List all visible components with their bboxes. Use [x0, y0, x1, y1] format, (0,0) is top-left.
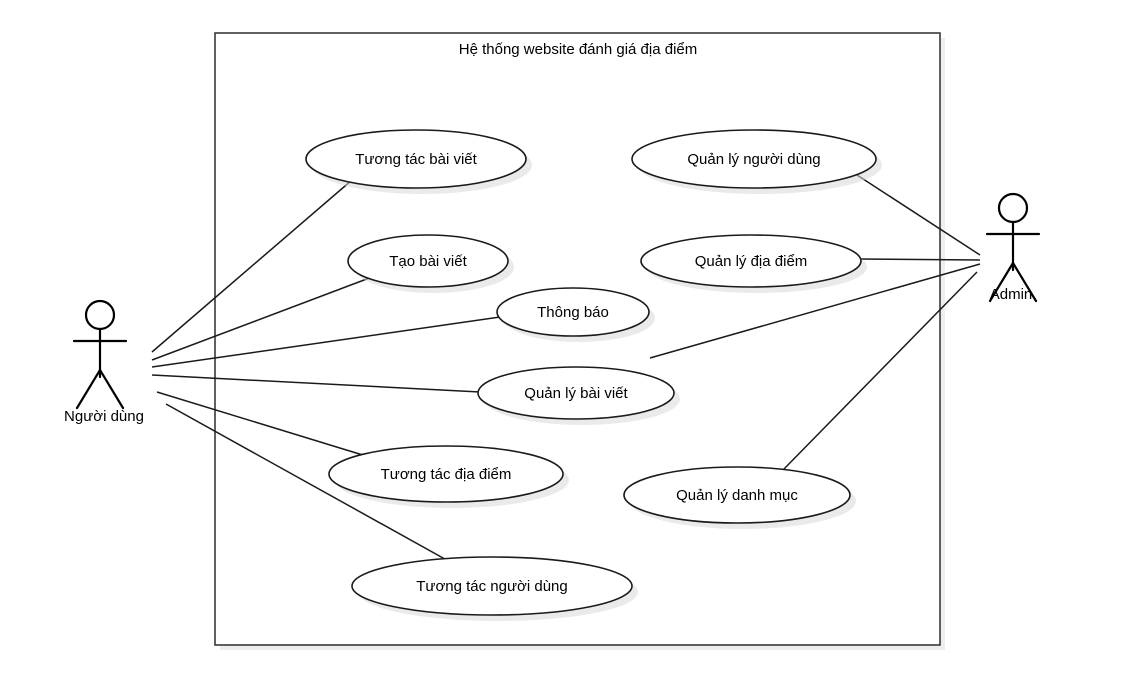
use-case-tao-bai-viet[interactable]: Tạo bài viết — [347, 234, 514, 293]
use-case-quan-ly-dia-diem[interactable]: Quản lý địa điểm — [640, 234, 867, 293]
use-case-quan-ly-bai-viet[interactable]: Quản lý bài viết — [477, 366, 680, 425]
actor-leg-left — [75, 368, 102, 410]
use-case-label: Quản lý danh mục — [676, 487, 798, 504]
actor-leg-right — [98, 368, 125, 410]
use-case-tuong-tac-nguoi-dung[interactable]: Tương tác người dùng — [351, 556, 638, 621]
association-nd-tuong-tac-bai-viet — [151, 179, 353, 353]
use-case-label: Tương tác địa điểm — [381, 466, 512, 483]
association-lines — [151, 174, 981, 564]
actor-leg-left — [988, 261, 1015, 303]
actor-head-icon — [997, 192, 1029, 224]
use-case-label: Quản lý bài viết — [524, 385, 628, 402]
use-case-ellipse[interactable] — [623, 466, 851, 524]
association-nd-quan-ly-bai-viet — [151, 374, 481, 393]
association-nd-thong-bao — [151, 316, 501, 368]
use-case-ellipse[interactable] — [305, 129, 527, 189]
actor-admin[interactable]: Admin — [985, 192, 1041, 303]
use-case-ellipse[interactable] — [347, 234, 509, 288]
use-case-ellipse[interactable] — [631, 129, 877, 189]
use-case-ellipse[interactable] — [328, 445, 564, 503]
use-case-quan-ly-nguoi-dung[interactable]: Quản lý người dùng — [631, 129, 882, 194]
use-case-label: Thông báo — [537, 304, 609, 321]
actor-nodes: Người dùng Admin — [64, 192, 1041, 425]
use-case-nodes: Tương tác bài viết Quản lý người dùngTạo … — [305, 129, 882, 621]
association-ad-quan-ly-nguoi-dung — [856, 174, 981, 256]
actor-nguoi-dung[interactable]: Người dùng — [64, 299, 144, 425]
use-case-thong-bao[interactable]: Thông báo — [496, 287, 655, 342]
use-case-label: Quản lý người dùng — [687, 151, 820, 168]
association-ad-quan-ly-bai-viet — [649, 263, 981, 359]
actor-leg-right — [1011, 261, 1038, 303]
actor-label: Người dùng — [64, 408, 144, 425]
use-case-tuong-tac-bai-viet[interactable]: Tương tác bài viết — [305, 129, 532, 194]
use-case-label: Tạo bài viết — [389, 253, 467, 270]
association-ad-quan-ly-danh-muc — [782, 271, 978, 471]
actor-head-icon — [84, 299, 116, 331]
use-case-ellipse[interactable] — [351, 556, 633, 616]
association-nd-tuong-tac-nguoi-dung — [165, 403, 453, 564]
actor-label: Admin — [990, 286, 1033, 303]
use-case-label: Tương tác người dùng — [416, 578, 568, 595]
association-nd-tao-bai-viet — [151, 276, 373, 361]
use-case-quan-ly-danh-muc[interactable]: Quản lý danh mục — [623, 466, 856, 529]
use-case-tuong-tac-dia-diem[interactable]: Tương tác địa điểm — [328, 445, 569, 508]
use-case-label: Quản lý địa điểm — [695, 253, 808, 270]
use-case-ellipse[interactable] — [496, 287, 650, 337]
system-boundary-title: Hệ thống website đánh giá địa điểm — [459, 41, 698, 58]
use-case-label: Tương tác bài viết — [355, 151, 477, 168]
use-case-ellipse[interactable] — [477, 366, 675, 420]
association-ad-quan-ly-dia-diem — [859, 258, 981, 261]
use-case-ellipse[interactable] — [640, 234, 862, 288]
association-nd-tuong-tac-dia-diem — [156, 391, 367, 457]
